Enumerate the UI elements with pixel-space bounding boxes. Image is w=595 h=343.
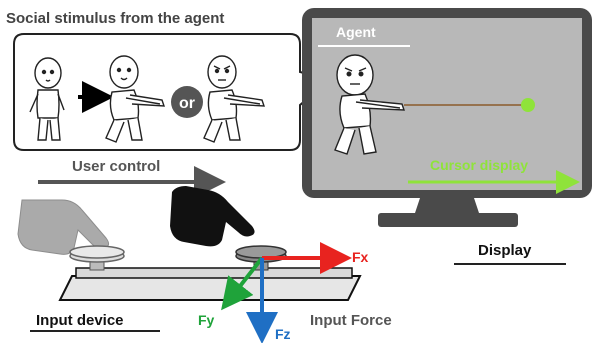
input-force-label: Input Force [310,312,392,329]
fx-label: Fx [352,249,369,265]
fy-label: Fy [198,312,215,328]
fz-label: Fz [275,326,291,342]
user-control-label: User control [72,158,161,175]
agent-pulling-smile-figure [105,55,165,143]
force-y-arrow [221,256,264,311]
or-badge [171,86,203,118]
input-knob-gray [69,245,125,271]
display-label: Display [478,242,532,259]
social-stimulus-bubble [13,33,333,151]
agent-neutral-figure [29,57,65,141]
input-device-rail [58,267,362,301]
pointing-hand-black-icon [170,186,255,247]
or-label: or [179,95,195,112]
monitor-neck [414,198,480,216]
monitor-base [378,213,518,227]
cursor-display-label: Cursor display [430,157,529,173]
social-stimulus-title: Social stimulus from the agent [6,10,225,27]
agent-pulling-angry-figure [203,55,265,143]
cursor-dot [521,98,535,112]
input-device-label: Input device [36,312,124,329]
screen-agent-figure [334,54,405,155]
screen-agent-label: Agent [336,24,376,40]
